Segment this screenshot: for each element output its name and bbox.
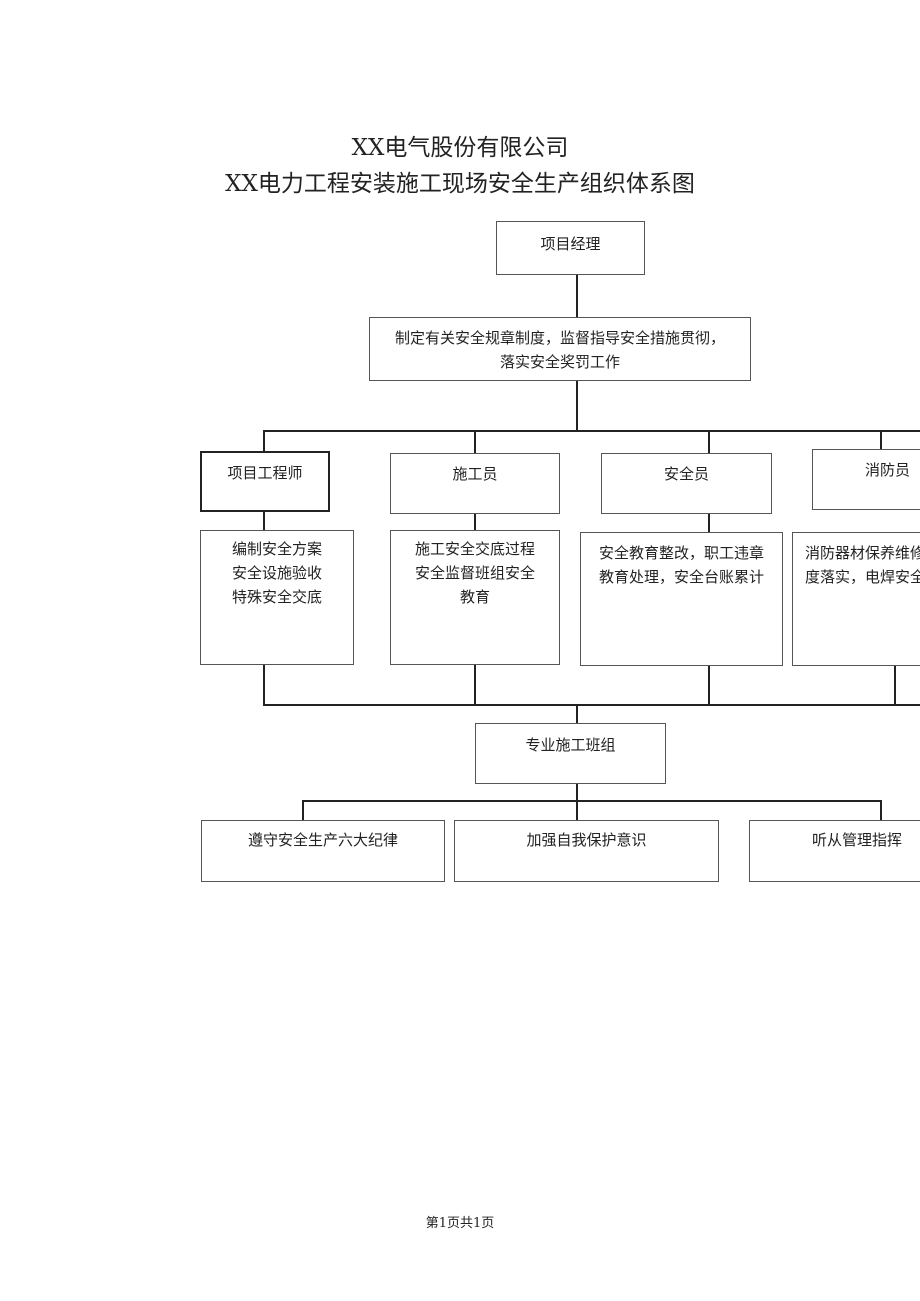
manager-duty-line: 落实安全奖罚工作 [499,353,620,371]
connector-line [302,800,304,820]
role-label: 项目工程师 [227,464,303,482]
connector-line [263,664,265,706]
duty-line: 特殊安全交底 [231,588,322,606]
connector-line [576,380,578,432]
connector-line [263,430,920,432]
team-label: 专业施工班组 [525,736,616,754]
page-number: 第1页共1页 [425,1216,495,1231]
connector-line [880,430,882,450]
connector-line [302,800,882,802]
role-box-project-engineer: 项目工程师 [200,451,330,512]
manager-duty-box: 制定有关安全规章制度，监督指导安全措施贯彻， 落实安全奖罚工作 [369,317,751,381]
connector-line [263,704,920,706]
project-manager-box: 项目经理 [496,221,645,275]
connector-line [894,666,896,706]
connector-line [708,513,710,533]
team-duty-label: 听从管理指挥 [812,831,903,849]
team-duty-label: 加强自我保护意识 [526,831,647,849]
connector-line [263,511,265,531]
connector-line [576,274,578,318]
role-label: 安全员 [663,465,709,483]
manager-duty-line: 制定有关安全规章制度，监督指导安全措施贯彻， [394,329,725,347]
connector-line [708,664,710,706]
connector-line [474,430,476,454]
duty-box-firefighter: 消防器材保养维修 度落实，电焊安全 [792,532,920,666]
connector-line [708,430,710,454]
duty-box-constructor: 施工安全交底过程 安全监督班组安全 教育 [390,530,560,665]
team-duty-box: 遵守安全生产六大纪律 [201,820,445,882]
team-duty-box: 听从管理指挥 [749,820,920,882]
role-box-safety-officer: 安全员 [601,453,772,514]
company-title: XX电气股份有限公司 [351,135,569,161]
duty-line: 教育处理，安全台账累计 [598,568,764,586]
diagram-title: XX电力工程安装施工现场安全生产组织体系图 [225,171,695,197]
role-box-constructor: 施工员 [390,453,560,514]
role-label: 消防员 [865,461,911,479]
duty-line: 消防器材保养维修 [805,544,920,562]
duty-line: 编制安全方案 [231,540,322,558]
role-box-firefighter: 消防员 [812,449,920,510]
duty-line: 安全设施验收 [231,564,322,582]
team-duty-box: 加强自我保护意识 [454,820,719,882]
connector-line [576,783,578,822]
duty-box-safety-officer: 安全教育整改，职工违章 教育处理，安全台账累计 [580,532,783,666]
team-duty-label: 遵守安全生产六大纪律 [247,831,398,849]
connector-line [263,430,265,452]
duty-line: 安全监督班组安全 [414,564,535,582]
project-manager-label: 项目经理 [540,235,601,253]
duty-line: 教育 [459,588,490,606]
connector-line [880,800,882,820]
duty-box-project-engineer: 编制安全方案 安全设施验收 特殊安全交底 [200,530,354,665]
duty-line: 施工安全交底过程 [414,540,535,558]
duty-line: 度落实，电焊安全 [805,568,920,586]
connector-line [474,664,476,706]
connector-line [576,704,578,724]
role-label: 施工员 [452,465,498,483]
connector-line [474,513,476,531]
duty-line: 安全教育整改，职工违章 [598,544,764,562]
team-box: 专业施工班组 [475,723,666,784]
